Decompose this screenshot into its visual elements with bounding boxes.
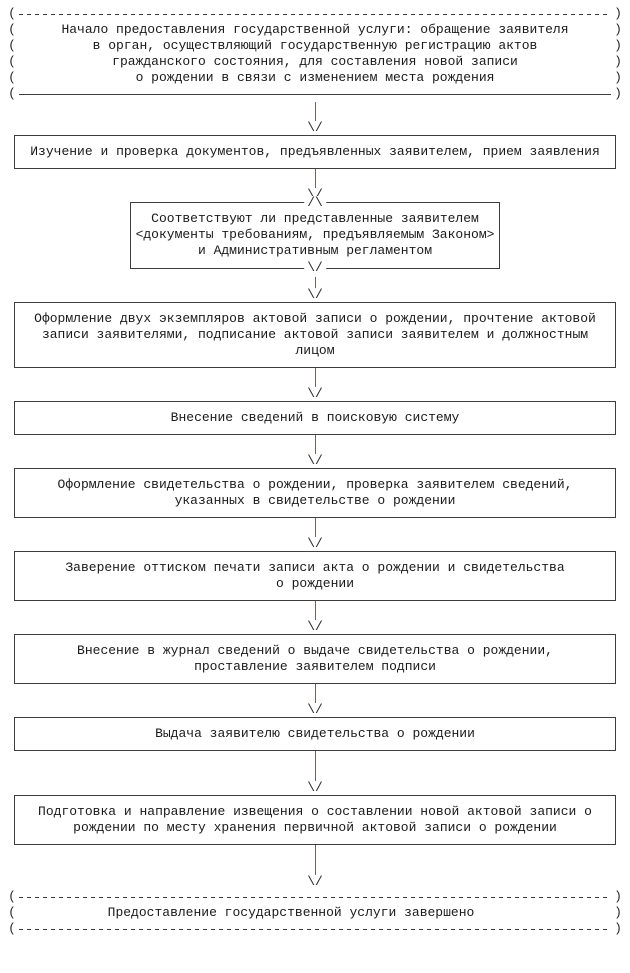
flow-arrow: \/ bbox=[8, 269, 622, 302]
paren-open: ( bbox=[8, 905, 16, 920]
step-certificate-handover: Выдача заявителю свидетельства о рождени… bbox=[14, 717, 616, 751]
arrow-line bbox=[314, 102, 316, 121]
arrow-down-icon: \/ bbox=[307, 619, 323, 634]
arrow-line bbox=[314, 845, 316, 875]
paren-close: ) bbox=[614, 905, 622, 920]
terminal-top-border: ( ) bbox=[8, 889, 622, 905]
step-text-line-2: о рождении bbox=[275, 576, 354, 591]
solid-border-line bbox=[19, 93, 611, 95]
step-text-line-1: Оформление свидетельства о рождении, про… bbox=[57, 477, 573, 492]
arrow-down-icon: \/ bbox=[307, 702, 323, 717]
paren-open: ( bbox=[8, 54, 16, 69]
arrow-line bbox=[314, 368, 316, 387]
arrow-down-icon: \/ bbox=[307, 120, 323, 135]
decision-line-1: Соответствуют ли представленные заявител… bbox=[151, 211, 479, 226]
arrow-line bbox=[314, 751, 316, 781]
arrow-down-icon: \/ bbox=[307, 874, 323, 889]
paren-open: ( bbox=[8, 22, 16, 37]
flow-arrow: \/ bbox=[8, 368, 622, 401]
step-text-line-1: Оформление двух экземпляров актовой запи… bbox=[34, 311, 596, 326]
dashed-border-line bbox=[19, 13, 611, 15]
step-draft-act-record: Оформление двух экземпляров актовой запи… bbox=[14, 302, 616, 368]
arrow-down-icon: \/ bbox=[307, 287, 323, 302]
terminal-text-row: ( Предоставление государственной услуги … bbox=[8, 905, 622, 921]
flow-arrow: \/ bbox=[8, 601, 622, 634]
paren-close: ) bbox=[614, 889, 622, 904]
terminal-bottom-border: ( ) bbox=[8, 921, 622, 937]
terminal-start-line-2: в орган, осуществляющий государственную … bbox=[92, 38, 538, 53]
flow-arrow: \/ bbox=[8, 518, 622, 551]
step-text-line-1: Подготовка и направление извещения о сос… bbox=[38, 804, 592, 819]
step-certificate-prepare: Оформление свидетельства о рождении, про… bbox=[14, 468, 616, 518]
terminal-text-row: ( о рождении в связи с изменением места … bbox=[8, 70, 622, 86]
step-text-line-1: Внесение в журнал сведений о выдаче свид… bbox=[77, 643, 553, 658]
flow-arrow: \/ bbox=[8, 751, 622, 795]
terminal-end-text: Предоставление государственной услуги за… bbox=[107, 905, 475, 920]
decision-line-2: <документы требованиям, предъявляемым За… bbox=[135, 227, 495, 242]
step-text-line-2: рождении по месту хранения первичной акт… bbox=[73, 820, 557, 835]
paren-open: ( bbox=[8, 889, 16, 904]
step-search-system-entry: Внесение сведений в поисковую систему bbox=[14, 401, 616, 435]
paren-close: ) bbox=[614, 6, 622, 21]
paren-close: ) bbox=[614, 22, 622, 37]
arrow-line bbox=[314, 601, 316, 620]
decision-documents-compliance: /\ Соответствуют ли представленные заяви… bbox=[130, 196, 500, 275]
terminal-start: ( ) ( Начало предоставления государствен… bbox=[8, 6, 622, 102]
terminal-bottom-border: ( ) bbox=[8, 86, 622, 102]
arrow-line bbox=[314, 277, 316, 288]
arrow-line bbox=[314, 518, 316, 537]
terminal-start-line-3: гражданского состояния, для составления … bbox=[112, 54, 518, 69]
flow-arrow: \/ bbox=[8, 435, 622, 468]
arrow-down-icon: \/ bbox=[307, 386, 323, 401]
step-text-line-2: указанных в свидетельстве о рождении bbox=[174, 493, 456, 508]
paren-close: ) bbox=[614, 38, 622, 53]
step-review-documents: Изучение и проверка документов, предъявл… bbox=[14, 135, 616, 169]
arrow-down-icon: \/ bbox=[307, 780, 323, 795]
paren-open: ( bbox=[8, 921, 16, 936]
arrow-down-icon: \/ bbox=[307, 453, 323, 468]
arrow-line bbox=[314, 435, 316, 454]
arrow-line bbox=[314, 169, 316, 188]
flow-arrow: \/ bbox=[8, 684, 622, 717]
dashed-border-line bbox=[19, 928, 611, 930]
step-seal-certification: Заверение оттиском печати записи акта о … bbox=[14, 551, 616, 601]
flow-arrow: \/ bbox=[8, 102, 622, 135]
paren-open: ( bbox=[8, 6, 16, 21]
terminal-text-row: ( Начало предоставления государственной … bbox=[8, 22, 622, 38]
step-text-line-2: проставление заявителем подписи bbox=[194, 659, 436, 674]
terminal-start-line-4: о рождении в связи с изменением места ро… bbox=[135, 70, 495, 85]
arrow-down-icon: \/ bbox=[307, 536, 323, 551]
terminal-end: ( ) ( Предоставление государственной усл… bbox=[8, 889, 622, 937]
paren-open: ( bbox=[8, 70, 16, 85]
step-text: Внесение сведений в поисковую систему bbox=[170, 410, 460, 425]
paren-open: ( bbox=[8, 86, 16, 101]
dashed-border-line bbox=[19, 896, 611, 898]
decision-line-3: и Административным регламентом bbox=[197, 243, 433, 258]
terminal-text-row: ( в орган, осуществляющий государственну… bbox=[8, 38, 622, 54]
step-text: Выдача заявителю свидетельства о рождени… bbox=[155, 726, 475, 741]
step-text-line-2: записи заявителями, подписание актовой з… bbox=[41, 327, 589, 342]
step-text: Изучение и проверка документов, предъявл… bbox=[30, 144, 600, 159]
step-text-line-3: лицом bbox=[295, 343, 335, 358]
decision-top-notch-icon: /\ bbox=[304, 196, 326, 210]
paren-close: ) bbox=[614, 70, 622, 85]
step-journal-entry: Внесение в журнал сведений о выдаче свид… bbox=[14, 634, 616, 684]
paren-close: ) bbox=[614, 921, 622, 936]
step-notice-dispatch: Подготовка и направление извещения о сос… bbox=[14, 795, 616, 845]
paren-close: ) bbox=[614, 54, 622, 69]
flow-arrow: \/ bbox=[8, 845, 622, 889]
arrow-line bbox=[314, 684, 316, 703]
terminal-top-border: ( ) bbox=[8, 6, 622, 22]
decision-bottom-notch-icon: \/ bbox=[304, 261, 326, 275]
terminal-start-line-1: Начало предоставления государственной ус… bbox=[61, 22, 569, 37]
paren-open: ( bbox=[8, 38, 16, 53]
terminal-text-row: ( гражданского состояния, для составлени… bbox=[8, 54, 622, 70]
step-text-line-1: Заверение оттиском печати записи акта о … bbox=[65, 560, 565, 575]
paren-close: ) bbox=[614, 86, 622, 101]
